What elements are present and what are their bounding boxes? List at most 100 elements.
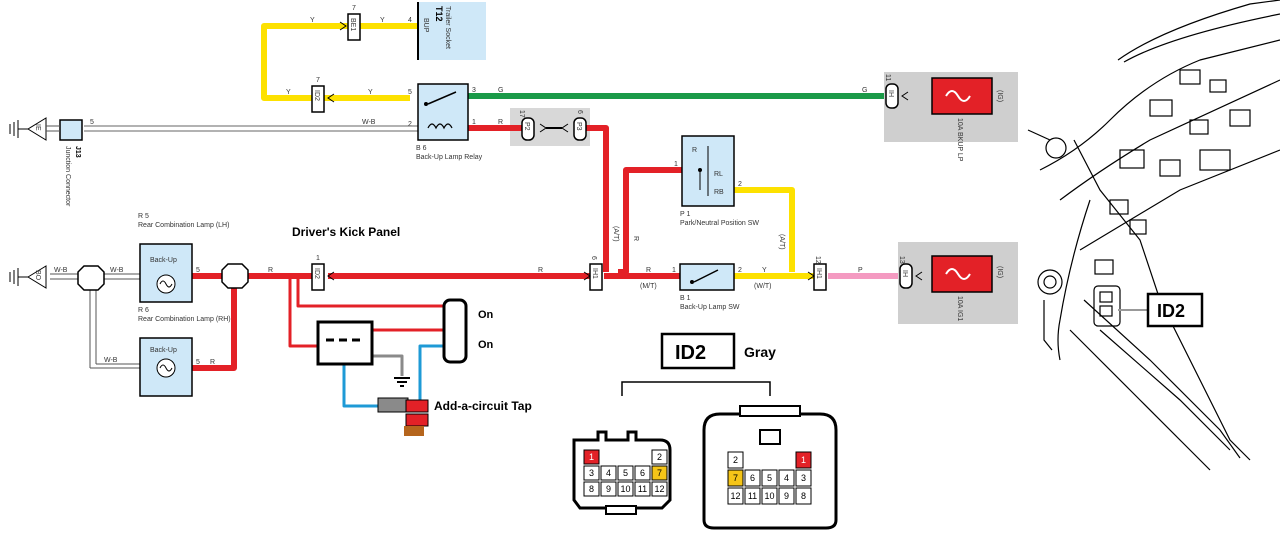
connector-pin-number: 6 [750, 473, 755, 483]
red-wire-tap2 [296, 276, 444, 308]
pin-1b: 1 [672, 267, 676, 274]
connector-pin-number: 5 [767, 473, 772, 483]
connector-ih-top-label: IH [887, 90, 894, 97]
splice-wb [77, 265, 105, 291]
connector-pin-cell [727, 469, 744, 487]
id2-callout-box [1146, 292, 1204, 328]
connector-pin-cell [795, 487, 812, 505]
connector-pin-cell [778, 487, 795, 505]
wl-r-at: R [632, 236, 639, 241]
connector-ih1-a: IH1 [583, 263, 603, 291]
connector-pin-number: 7 [657, 468, 662, 478]
connector-pin-cell [795, 451, 812, 469]
junction-label: Junction Connector [64, 146, 71, 207]
connector-id2-kick: ID2 [311, 263, 335, 291]
wl-y2: Y [380, 17, 385, 24]
fuse-bkup [931, 77, 993, 115]
connector-pin-number: 2 [657, 452, 662, 462]
pin-5j: 5 [90, 119, 94, 126]
connector-pin-number: 3 [589, 468, 594, 478]
pin-1: 1 [472, 119, 476, 126]
connector-pin-number: 3 [801, 473, 806, 483]
add-circuit-label: Add-a-circuit Tap [434, 399, 532, 413]
red-wire-down [584, 125, 609, 272]
park-pin-r: R [692, 147, 697, 154]
on-switch[interactable] [442, 298, 468, 364]
yellow-wire-top [261, 23, 410, 101]
connector-pin-number: 12 [730, 491, 740, 501]
wl-r-l2: R [210, 359, 215, 366]
park-id: P 1 [680, 211, 690, 218]
lamp-rh-label: Rear Combination Lamp (RH) [138, 316, 231, 323]
connector-pin-number: 11 [748, 491, 757, 501]
fuse-top-ig: (IG) [996, 90, 1003, 102]
connector-pin-number: 11 [638, 484, 647, 494]
connector-pin-cell [727, 451, 744, 469]
connector-pin-cell [761, 469, 778, 487]
connector-pin-number: 10 [620, 484, 630, 494]
connector-pin-number: 10 [764, 491, 774, 501]
connector-id2-top: ID2 [311, 85, 335, 113]
backup-lamp-switch [679, 263, 735, 291]
id2-bracket [621, 381, 771, 396]
wl-wt: (W/T) [754, 283, 772, 290]
red-wire-park [618, 167, 682, 275]
wl-g1: G [498, 87, 503, 94]
connector-pin-number: 1 [801, 455, 806, 465]
wl-y1: Y [310, 17, 315, 24]
pin-7b: 7 [316, 77, 320, 84]
trailer-socket [418, 2, 486, 60]
wl-r2: R [538, 267, 543, 274]
fuse-top-name: 10A BKUP LP [956, 118, 963, 162]
lamp-lh-id: R 5 [138, 213, 149, 220]
connector-pin-number: 6 [640, 468, 645, 478]
connector-pin-cell [778, 469, 795, 487]
connector-pin-number: 1 [589, 452, 594, 462]
pin-5-rh: 5 [196, 359, 200, 366]
vehicle-sketch [1027, 0, 1280, 471]
wl-y4: Y [368, 89, 373, 96]
bup-label: BUP [422, 18, 429, 33]
wl-wb-long: W-B [362, 119, 376, 126]
pin-6: 6 [590, 256, 597, 260]
trailer-socket-label: Trailer Socket [444, 6, 451, 49]
connector-pin-number: 8 [589, 484, 594, 494]
gray-wire [372, 354, 404, 376]
on-label-2: On [478, 339, 494, 351]
connector-pin-cell [617, 465, 634, 481]
sw-id: B 1 [680, 295, 691, 302]
lamp-lh-label: Rear Combination Lamp (LH) [138, 222, 229, 229]
connector-pin-cell [600, 465, 617, 481]
connector-pin-cell [795, 469, 812, 487]
rear-lamp-lh [139, 243, 193, 303]
pin-1p: 1 [674, 161, 678, 168]
wl-p: P [858, 267, 863, 274]
wl-wb3: W-B [104, 357, 118, 364]
connector-p2-label: P2 [523, 122, 530, 131]
connector-pin-number: 5 [623, 468, 628, 478]
wl-r3: R [268, 267, 273, 274]
connector-pin-cell [583, 481, 600, 497]
connector-pin-cell [583, 465, 600, 481]
connector-pin-cell [617, 481, 634, 497]
red-wire-tap1 [288, 276, 318, 348]
ground-bo-label: BO [34, 270, 41, 281]
trailer-socket-id: T12 [434, 6, 444, 22]
connector-ih-top: IH [885, 83, 909, 109]
wl-y3: Y [286, 89, 291, 96]
lamp-rh-backup: Back-Up [150, 347, 177, 354]
wl-wb2: W-B [110, 267, 124, 274]
ground-ie [9, 117, 60, 141]
pin-12: 12 [814, 256, 821, 264]
connector-pin-cell [651, 465, 668, 481]
connector-p3-label: P3 [575, 122, 582, 131]
connector-pin-number: 9 [784, 491, 789, 501]
pin-2p: 2 [738, 181, 742, 188]
relay-id: B 6 [416, 145, 427, 152]
add-a-circuit-tap [377, 397, 429, 436]
connector-ih1-b: IH1 [807, 263, 827, 291]
connector-id2-kick-label: ID2 [313, 268, 320, 279]
